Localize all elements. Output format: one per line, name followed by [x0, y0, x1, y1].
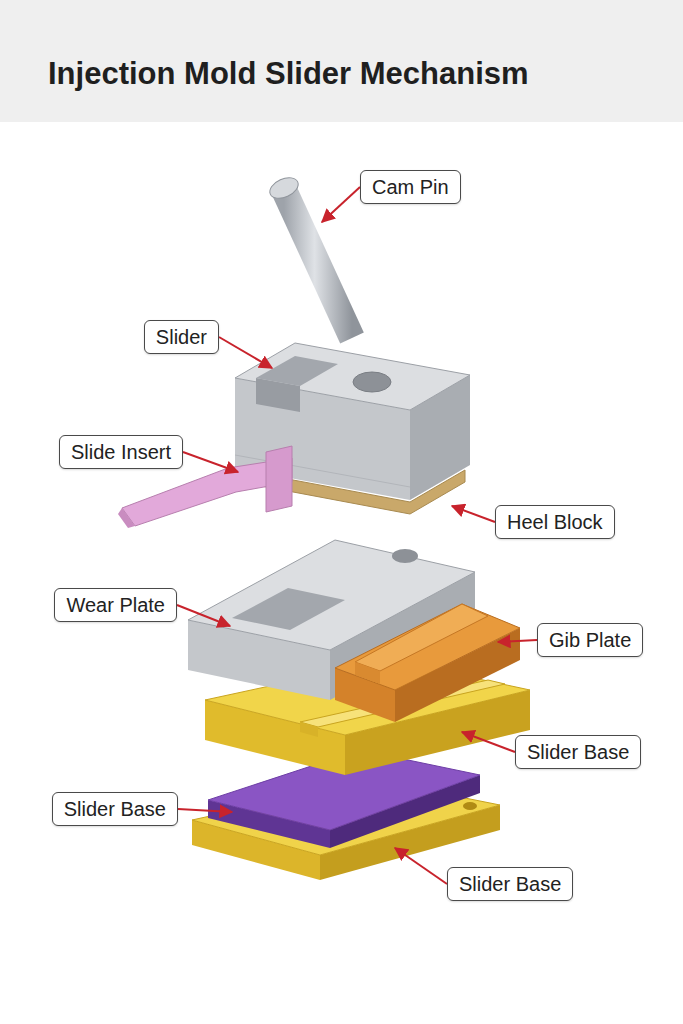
gib-plate — [335, 604, 520, 722]
part-name: Slider Base — [64, 798, 166, 820]
gib-step — [355, 604, 488, 671]
part-name: Slide Insert — [71, 441, 171, 463]
part-callout: Slider Base — [447, 867, 573, 901]
leader-line — [177, 605, 230, 626]
part-name: Wear Plate — [66, 594, 165, 616]
part-name: Slider Base — [459, 873, 561, 895]
bolt-hole — [463, 802, 477, 810]
leader-line — [183, 452, 238, 472]
leader-line — [462, 732, 515, 752]
slider-pocket-wall — [256, 378, 300, 412]
pin-shaft — [284, 190, 352, 338]
cam-pin — [267, 174, 352, 338]
leader-lines — [177, 187, 537, 884]
part-callout: Slider — [144, 320, 219, 354]
part-callout: Wear Plate — [54, 588, 177, 622]
gib-top — [335, 604, 520, 690]
gib-step-front — [355, 662, 380, 684]
insert-tip — [118, 508, 135, 528]
part-callout: Slider Base — [515, 735, 641, 769]
leader-line — [322, 187, 360, 222]
base-rail-front — [300, 722, 318, 737]
pin-head — [267, 174, 302, 203]
leader-line — [452, 506, 495, 522]
leader-line — [498, 640, 537, 642]
part-name: Gib Plate — [549, 629, 631, 651]
leader-line — [395, 848, 447, 884]
part-name: Cam Pin — [372, 176, 449, 198]
slider-hole — [353, 372, 391, 392]
diagram-title: Injection Mold Slider Mechanism — [48, 56, 529, 92]
part-callout: Cam Pin — [360, 170, 461, 204]
part-callout: Gib Plate — [537, 623, 643, 657]
part-callout: Heel Block — [495, 505, 615, 539]
part-name: Slider Base — [527, 741, 629, 763]
part-name: Heel Block — [507, 511, 603, 533]
part-callout: Slider Base — [52, 792, 178, 826]
leader-line — [178, 809, 232, 812]
insert-step — [266, 446, 292, 512]
plate-hole — [392, 549, 418, 563]
part-callout: Slide Insert — [59, 435, 183, 469]
leader-line — [219, 337, 272, 368]
plate-pocket — [232, 588, 345, 630]
part-name: Slider — [156, 326, 207, 348]
